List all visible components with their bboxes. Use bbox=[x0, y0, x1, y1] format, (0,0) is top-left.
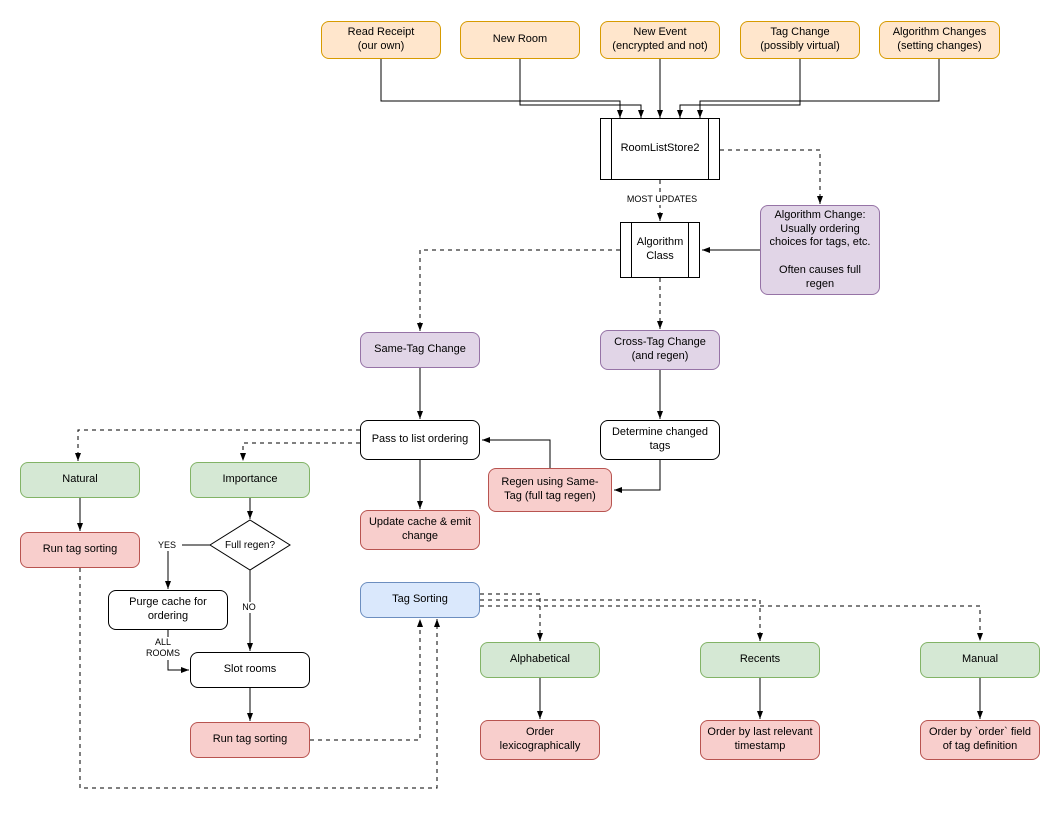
node-pass-to-list-ordering: Pass to list ordering bbox=[360, 420, 480, 460]
node-cross-tag-change: Cross-Tag Change (and regen) bbox=[600, 330, 720, 370]
node-update-cache-emit-change: Update cache & emit change bbox=[360, 510, 480, 550]
edge-label-most-updates: MOST UPDATES bbox=[612, 194, 712, 206]
node-purge-cache-for-ordering: Purge cache for ordering bbox=[108, 590, 228, 630]
edge-label-no: NO bbox=[237, 602, 261, 614]
node-tag-change: Tag Change (possibly virtual) bbox=[740, 21, 860, 59]
edge-new-room-to-store bbox=[519, 59, 644, 118]
edge-run-sorting-bottom-to-tag-sorting bbox=[310, 619, 423, 741]
edge-regen-to-pass bbox=[482, 437, 551, 468]
edge-tag-sorting-to-alphabetical bbox=[480, 593, 543, 641]
node-regen-using-same-tag: Regen using Same- Tag (full tag regen) bbox=[488, 468, 612, 512]
node-same-tag-change: Same-Tag Change bbox=[360, 332, 480, 368]
edge-determine-to-regen bbox=[614, 460, 661, 493]
node-algorithm-changes: Algorithm Changes (setting changes) bbox=[879, 21, 1000, 59]
edge-full-regen-yes-to-purge bbox=[165, 544, 210, 589]
node-algorithm-change-note: Algorithm Change: Usually ordering choic… bbox=[760, 205, 880, 295]
edge-tag-sorting-to-manual bbox=[480, 605, 983, 641]
node-tag-sorting: Tag Sorting bbox=[360, 582, 480, 618]
edge-tag-sorting-to-recents bbox=[480, 599, 763, 641]
node-order-by-last-relevant-timestamp: Order by last relevant timestamp bbox=[700, 720, 820, 760]
node-algorithm-class: Algorithm Class bbox=[620, 222, 700, 278]
edge-label-yes: YES bbox=[152, 540, 182, 552]
edge-read-receipt-to-store bbox=[380, 59, 623, 118]
edge-label-all-rooms: ALL ROOMS bbox=[138, 637, 188, 660]
node-read-receipt: Read Receipt (our own) bbox=[321, 21, 441, 59]
node-order-by-order-field: Order by `order` field of tag definition bbox=[920, 720, 1040, 760]
node-order-lexicographically: Order lexicographically bbox=[480, 720, 600, 760]
node-natural: Natural bbox=[20, 462, 140, 498]
node-slot-rooms: Slot rooms bbox=[190, 652, 310, 688]
node-determine-changed-tags: Determine changed tags bbox=[600, 420, 720, 460]
edge-algorithm-changes-to-store bbox=[697, 59, 940, 118]
node-full-regen-decision: Full regen? bbox=[224, 539, 276, 551]
node-run-tag-sorting-bottom: Run tag sorting bbox=[190, 722, 310, 758]
node-importance: Importance bbox=[190, 462, 310, 498]
node-recents: Recents bbox=[700, 642, 820, 678]
edge-pass-to-natural bbox=[75, 429, 360, 461]
edge-tag-change-to-store bbox=[677, 59, 801, 118]
node-manual: Manual bbox=[920, 642, 1040, 678]
node-alphabetical: Alphabetical bbox=[480, 642, 600, 678]
full-regen-diamond bbox=[209, 519, 291, 571]
edge-store-to-note bbox=[720, 149, 823, 204]
node-run-tag-sorting-left: Run tag sorting bbox=[20, 532, 140, 568]
edge-class-to-same-tag bbox=[417, 249, 620, 331]
node-room-list-store2: RoomListStore2 bbox=[600, 118, 720, 180]
edge-pass-to-importance bbox=[240, 442, 360, 461]
node-new-event: New Event (encrypted and not) bbox=[600, 21, 720, 59]
node-new-room: New Room bbox=[460, 21, 580, 59]
